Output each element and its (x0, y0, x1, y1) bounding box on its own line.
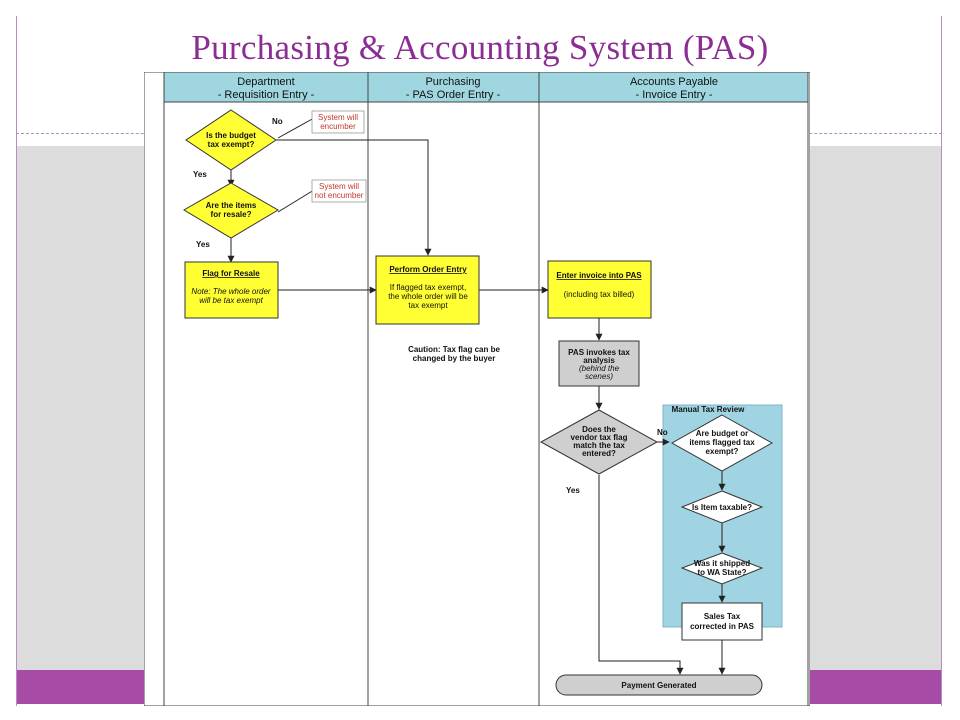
process-perform-order-entry (375, 255, 480, 325)
caution-note-2: changed by the buyer (413, 354, 496, 363)
vendor-flag-text-3: match the tax (573, 441, 625, 450)
decision-item-taxable (680, 490, 764, 524)
note-encumber-1: System will (318, 113, 358, 122)
shipped-wa-text-1: Was it shipped (694, 559, 750, 568)
manual-tax-review-title: Manual Tax Review (672, 405, 746, 414)
decision-budget-text-1: Is the budget (206, 131, 256, 140)
invoice-note: (including tax billed) (564, 290, 635, 299)
tax-analysis-italic-2: scenes) (585, 372, 613, 381)
terminal-text: Payment Generated (621, 681, 696, 690)
decision-budget-tax-exempt (185, 109, 277, 171)
shipped-wa-text-2: to WA State? (697, 568, 746, 577)
note-not-encumber-1: System will (319, 182, 359, 191)
vendor-flag-text-4: entered? (582, 449, 616, 458)
process-tax-analysis (558, 340, 640, 387)
tax-analysis-italic-1: (behind the (579, 364, 620, 373)
flag-resale-note-2: will be tax exempt (199, 296, 263, 305)
budget-flagged-text-1: Are budget or (696, 429, 748, 438)
lane-department-subtitle: - Requisition Entry - (218, 89, 315, 101)
callout-line-not-encumber (277, 189, 315, 213)
decision-budget-items-flagged (670, 414, 774, 472)
process-sales-tax-corrected (681, 602, 763, 641)
process-enter-invoice (547, 260, 652, 319)
slide-frame (16, 16, 942, 706)
note-not-encumber-2: not encumber (315, 191, 364, 200)
decision-shipped-wa (680, 552, 764, 585)
invoice-title: Enter invoice into PAS (556, 271, 642, 280)
flag-resale-note-1: Note: The whole order (191, 287, 270, 296)
tax-analysis-text-1: PAS invokes tax (568, 348, 630, 357)
edge-budget-no-to-order (276, 139, 432, 256)
left-margin-strip (144, 72, 165, 706)
order-entry-note-2: the whole order will be (388, 292, 468, 301)
sales-tax-text-2: corrected in PAS (690, 622, 755, 631)
item-taxable-text: Is Item taxable? (692, 503, 752, 512)
decision-resale-text-1: Are the items (206, 201, 257, 210)
budget-flagged-text-2: items flagged tax (689, 438, 755, 447)
sales-tax-text-1: Sales Tax (704, 612, 741, 621)
order-entry-title: Perform Order Entry (389, 265, 467, 274)
order-entry-note-1: If flagged tax exempt, (390, 283, 467, 292)
terminal-payment-generated (555, 674, 763, 696)
decision-items-for-resale (183, 182, 279, 239)
lane-ap-subtitle: - Invoice Entry - (635, 89, 712, 101)
callout-line-encumber (277, 117, 315, 139)
note-encumber-2: encumber (320, 122, 356, 131)
order-entry-note-3: tax exempt (408, 301, 448, 310)
label-no-vendor: No (657, 428, 668, 437)
caution-note-1: Caution: Tax flag can be (408, 345, 500, 354)
decision-resale-text-2: for resale? (211, 210, 252, 219)
decision-vendor-tax-flag (539, 409, 659, 475)
label-yes-resale: Yes (196, 240, 210, 249)
slide-title: Purchasing & Accounting System (PAS) (191, 28, 769, 67)
label-yes-vendor: Yes (566, 486, 580, 495)
lane-department-title: Department (237, 76, 294, 88)
process-flag-for-resale (184, 261, 279, 319)
lane-purchasing-subtitle: - PAS Order Entry - (406, 89, 501, 101)
lane-purchasing-title: Purchasing (425, 76, 480, 88)
tax-analysis-text-2: analysis (583, 356, 615, 365)
flag-resale-title: Flag for Resale (202, 269, 260, 278)
lane-ap-title: Accounts Payable (630, 76, 718, 88)
edge-match-yes-to-payment (598, 475, 684, 675)
note-not-encumber-box (311, 179, 367, 203)
decision-budget-text-2: tax exempt? (208, 140, 255, 149)
label-yes-budget: Yes (193, 170, 207, 179)
note-encumber-box (311, 110, 365, 134)
budget-flagged-text-3: exempt? (706, 447, 739, 456)
vendor-flag-text-2: vendor tax flag (571, 433, 628, 442)
label-no-budget: No (272, 117, 283, 126)
swimlane-flowchart: Department - Requisition Entry - Purchas… (144, 72, 810, 706)
vendor-flag-text-1: Does the (582, 425, 616, 434)
